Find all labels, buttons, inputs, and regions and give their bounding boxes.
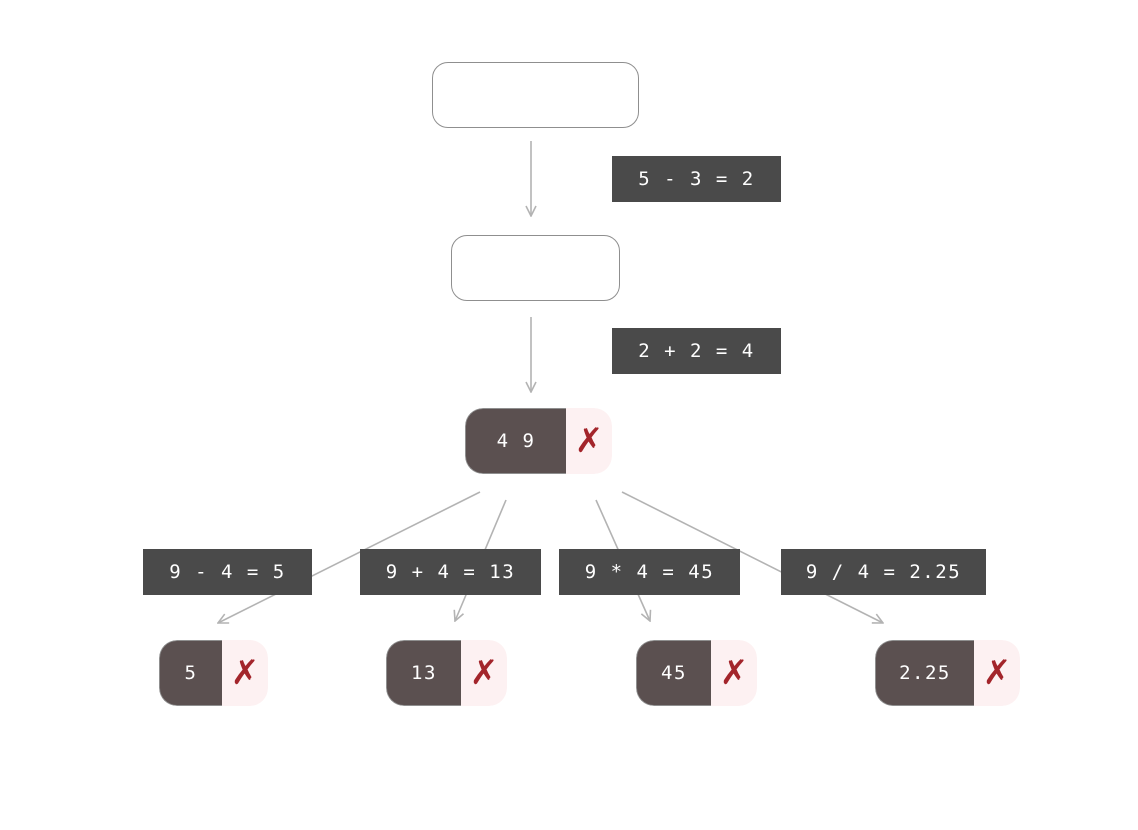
branch-3-result-node: 45 ✗ — [636, 640, 757, 706]
branch-4-result-value: 2.25 — [875, 640, 974, 706]
branch-4-operation-label: 9 / 4 = 2.25 — [781, 549, 986, 595]
cross-mark-icon: ✗ — [461, 640, 507, 706]
cross-mark-icon: ✗ — [974, 640, 1020, 706]
branch-1-result-value: 5 — [159, 640, 222, 706]
branch-1-operation-label: 9 - 4 = 5 — [143, 549, 312, 595]
branch-2-operation-label: 9 + 4 = 13 — [360, 549, 541, 595]
cross-mark-icon: ✗ — [566, 408, 612, 474]
cross-mark-icon: ✗ — [222, 640, 268, 706]
state-node-values: 4 9 — [465, 408, 566, 474]
step-1-node — [451, 235, 620, 301]
step-1-operation-label: 5 - 3 = 2 — [612, 156, 781, 202]
branch-2-result-node: 13 ✗ — [386, 640, 507, 706]
step-2-operation-label: 2 + 2 = 4 — [612, 328, 781, 374]
arrow-to-branch-4 — [621, 491, 883, 623]
root-node — [432, 62, 639, 128]
cross-mark-icon: ✗ — [711, 640, 757, 706]
branch-2-result-value: 13 — [386, 640, 461, 706]
branch-1-result-node: 5 ✗ — [159, 640, 268, 706]
branch-3-result-value: 45 — [636, 640, 711, 706]
branch-3-operation-label: 9 * 4 = 45 — [559, 549, 740, 595]
state-node: 4 9 ✗ — [465, 408, 612, 474]
arrow-to-branch-1 — [218, 491, 481, 623]
branch-4-result-node: 2.25 ✗ — [875, 640, 1020, 706]
